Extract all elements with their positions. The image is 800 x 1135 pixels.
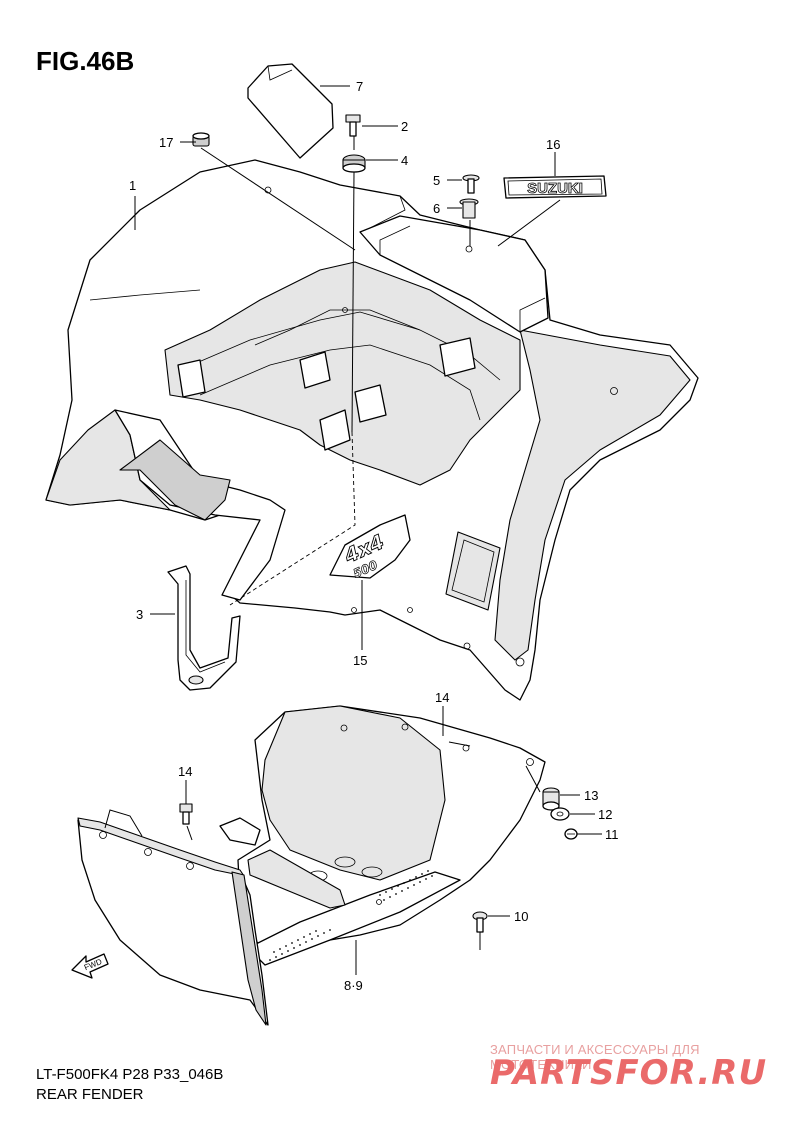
assembly-lines (186, 136, 541, 950)
callout-numbers: 7 2 4 17 5 6 16 1 3 15 14 14 13 12 11 10… (129, 79, 619, 993)
part-2-bolt (345, 114, 361, 137)
footrest-dimples (269, 870, 433, 961)
part-14-bolt-left (179, 803, 193, 825)
callout-2: 2 (401, 119, 408, 134)
callout-12: 12 (598, 807, 612, 822)
part-1-rear-fender: 4x4 500 (45, 159, 699, 701)
part-12-washer (550, 807, 570, 821)
callout-5: 5 (433, 173, 440, 188)
part-7-flap (247, 63, 334, 159)
callout-10: 10 (514, 909, 528, 924)
callout-13: 13 (584, 788, 598, 803)
suzuki-badge-text: SUZUKI (527, 180, 583, 197)
callout-8-9: 8·9 (344, 978, 363, 993)
figure-name: REAR FENDER (36, 1086, 144, 1103)
callout-15: 15 (353, 653, 367, 668)
callout-14-upper: 14 (435, 690, 449, 705)
part-13-collar (542, 787, 560, 811)
callout-1: 1 (129, 178, 136, 193)
watermark-brand: PARTSFOR.RU (490, 1053, 768, 1093)
part-3-bracket (167, 565, 241, 691)
callout-7: 7 (356, 79, 363, 94)
part-16-suzuki-emblem: SUZUKI (503, 175, 607, 199)
part-6-collar (459, 198, 479, 219)
callout-11: 11 (605, 827, 619, 842)
figure-code: LT-F500FK4 P28 P33_046B (36, 1066, 224, 1083)
callout-16: 16 (546, 137, 560, 152)
part-17-nut (192, 132, 210, 147)
part-5-screw (462, 174, 480, 194)
watermark-tagline: ЗАПЧАСТИ И АКСЕССУАРЫ ДЛЯ МОТОТЕХНИКИ (490, 1042, 700, 1072)
part-11-screw (564, 828, 578, 840)
callout-4: 4 (401, 153, 408, 168)
figure-title: FIG.46B (36, 46, 135, 76)
part-8-9-mudguard (77, 705, 546, 1026)
callout-leaders (134, 85, 602, 975)
callout-6: 6 (433, 201, 440, 216)
callout-14-left: 14 (178, 764, 192, 779)
fwd-arrow: FWD (71, 953, 109, 979)
part-10-bolt (472, 911, 488, 933)
callout-3: 3 (136, 607, 143, 622)
callout-17: 17 (159, 135, 173, 150)
part-4-grommet (342, 154, 366, 173)
part-15-decal: 4x4 500 (329, 514, 411, 581)
